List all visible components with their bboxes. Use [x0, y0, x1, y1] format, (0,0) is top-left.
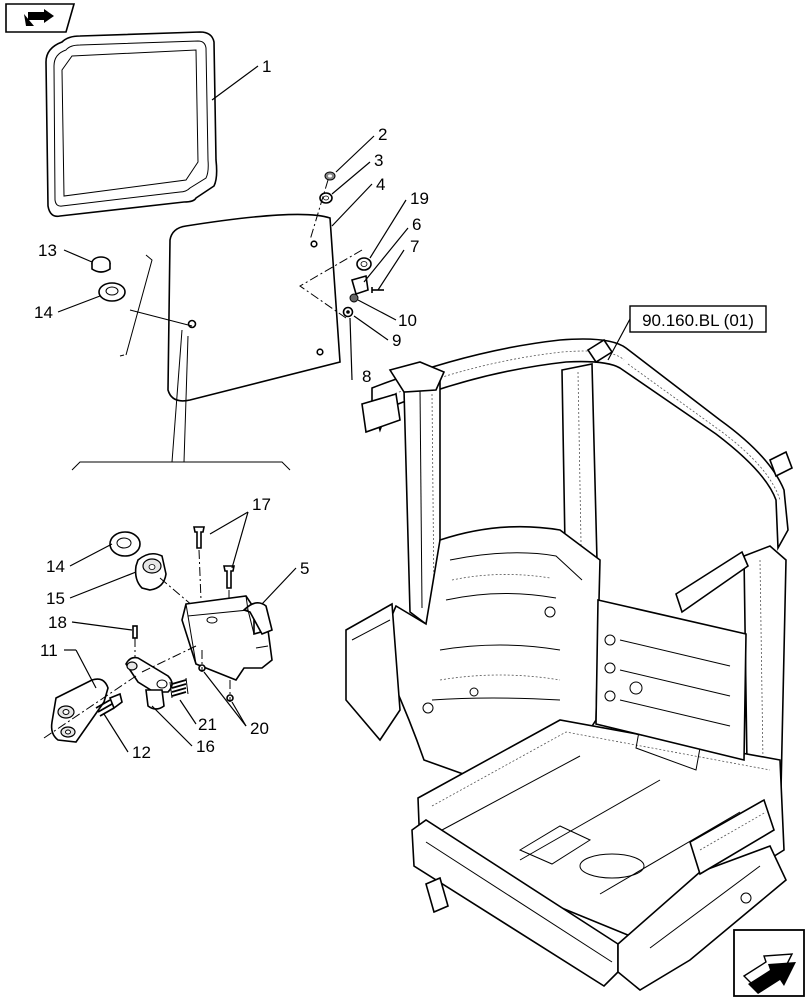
- door-seal-frame: [45, 31, 218, 218]
- book-arrow-icon[interactable]: [5, 3, 76, 33]
- cap-13: [91, 256, 111, 273]
- callout-8: 8: [362, 367, 371, 386]
- callout-21: 21: [198, 715, 217, 734]
- bush-15: [134, 552, 167, 591]
- callout-7: 7: [410, 237, 419, 256]
- callout-15: 15: [46, 589, 65, 608]
- washer-3: [319, 192, 333, 204]
- callout-10: 10: [398, 311, 417, 330]
- callout-18: 18: [48, 613, 67, 632]
- callout-14-lower: 14: [46, 557, 65, 576]
- callout-1: 1: [262, 57, 271, 76]
- grommet-14-upper: [98, 282, 126, 302]
- callout-12: 12: [132, 743, 151, 762]
- callout-19: 19: [410, 189, 429, 208]
- next-page-arrow-icon[interactable]: [733, 929, 805, 997]
- pin-18: [132, 625, 138, 639]
- hinge-bracket-5: [181, 595, 273, 681]
- hinge-block-11: [50, 678, 109, 743]
- callout-20: 20: [250, 719, 269, 738]
- pin-17b: [223, 565, 235, 589]
- door-glass-panel: [167, 213, 341, 402]
- callout-9: 9: [392, 331, 401, 350]
- pin-17a: [193, 526, 205, 549]
- reference-callout[interactable]: 90.160.BL (01): [607, 305, 767, 361]
- nut-10: [349, 293, 359, 303]
- reference-label: 90.160.BL (01): [642, 311, 754, 330]
- callout-11: 11: [40, 641, 58, 660]
- nut-9: [342, 306, 354, 318]
- callout-17: 17: [252, 495, 271, 514]
- callout-13: 13: [38, 241, 57, 260]
- grommet-14-lower: [109, 531, 141, 557]
- leader-lines: [57, 65, 409, 753]
- callout-16: 16: [196, 737, 215, 756]
- bracket-6: [351, 274, 369, 296]
- cab-frame: [345, 338, 794, 991]
- callout-14-upper: 14: [34, 303, 53, 322]
- hinge-arm-16: [125, 656, 173, 710]
- callout-numbers: 1 2 3 4 5 6 7 8 9 10 11 12 13 14 14 15 1…: [34, 57, 429, 762]
- washer-19: [356, 257, 372, 271]
- callout-3: 3: [374, 151, 383, 170]
- bolt-12: [95, 692, 123, 717]
- callout-6: 6: [412, 215, 421, 234]
- spring-21: [169, 677, 189, 699]
- callout-4: 4: [376, 175, 385, 194]
- washer-2: [324, 171, 336, 181]
- callout-5: 5: [300, 559, 309, 578]
- callout-2: 2: [378, 125, 387, 144]
